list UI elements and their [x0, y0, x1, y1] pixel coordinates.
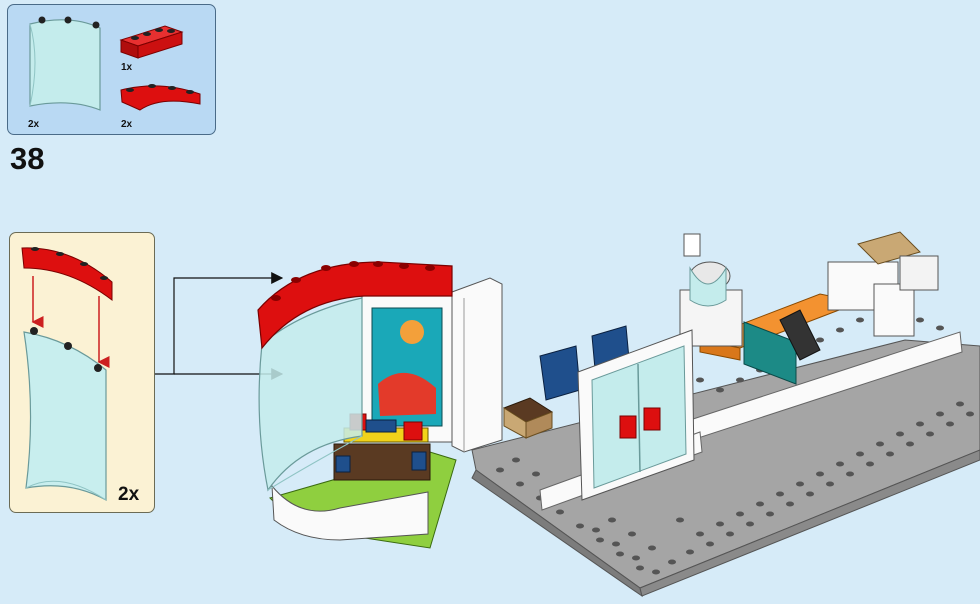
poster-wall: [361, 295, 453, 443]
callout-glass-panel: [23, 327, 107, 502]
glass-panel-part-icon: [29, 16, 101, 111]
step-number: 38: [10, 141, 45, 176]
gray-baseplate: [471, 339, 980, 598]
red-brick-part-icon: [119, 25, 184, 59]
part-qty-glass-panel: 2x: [28, 119, 40, 130]
teal-register: [743, 309, 821, 385]
red-arch-part-icon: [120, 84, 201, 111]
display-case: [827, 231, 939, 337]
coffee-machine: [679, 233, 743, 347]
part-qty-red-brick: 1x: [121, 62, 133, 73]
booth-glass-panel: [258, 297, 363, 492]
callout-red-arch: [21, 247, 113, 302]
part-qty-red-arch: 2x: [121, 119, 133, 130]
white-pillar: [451, 277, 503, 453]
booth-white-base: [271, 484, 429, 541]
brown-stool: [502, 397, 554, 439]
booth-red-arch: [257, 261, 453, 350]
baseplate-studs: [496, 317, 974, 575]
callout-qty: 2x: [118, 484, 140, 505]
glass-doors: [577, 329, 695, 501]
